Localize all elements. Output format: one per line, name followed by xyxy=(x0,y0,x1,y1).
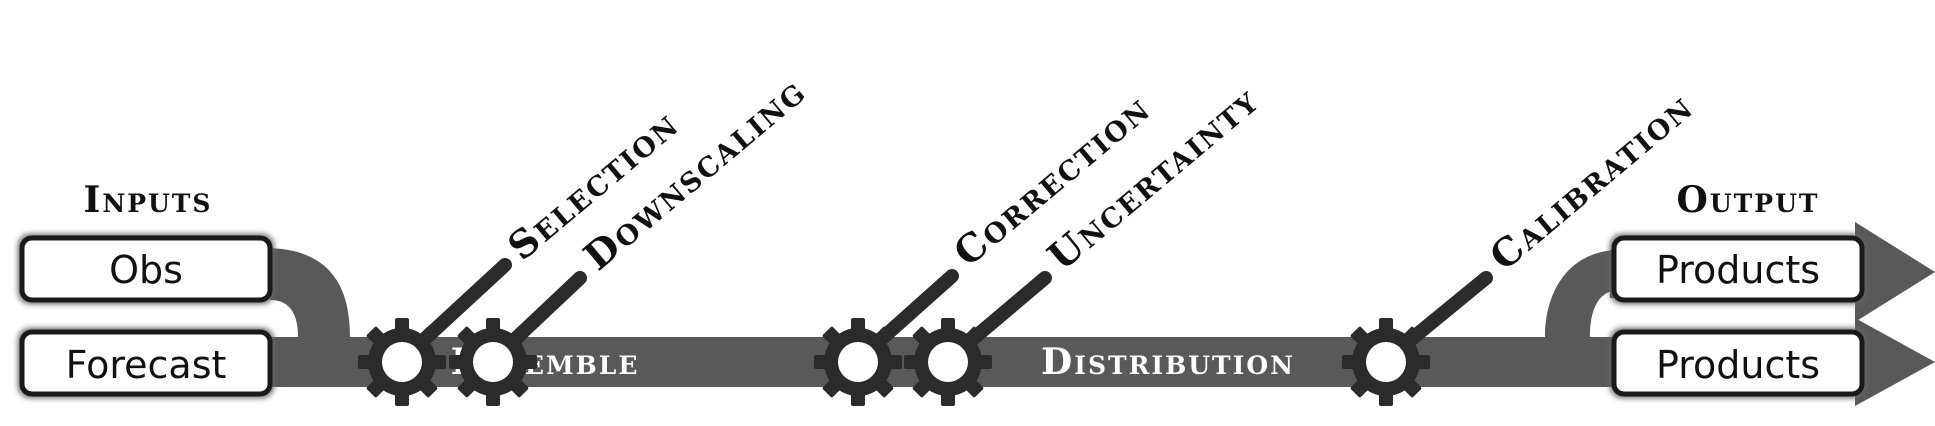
output-group: Output Products Products xyxy=(1610,179,1866,398)
gear-correction-icon xyxy=(814,318,902,406)
inputs-group: Inputs Obs Forecast xyxy=(18,179,274,398)
distribution-label: Distribution xyxy=(1041,341,1295,383)
products-label-top: Products xyxy=(1656,248,1820,292)
output-header: Output xyxy=(1677,179,1820,221)
gear-selection-icon xyxy=(358,318,446,406)
forecast-box: Forecast xyxy=(18,328,274,398)
gear-downscaling-icon xyxy=(449,318,537,406)
products-box-bottom: Products xyxy=(1610,328,1866,398)
products-label-bottom: Products xyxy=(1656,343,1820,387)
obs-label: Obs xyxy=(109,248,183,292)
inputs-header: Inputs xyxy=(84,179,213,221)
gear-uncertainty-icon xyxy=(904,318,992,406)
products-box-top: Products xyxy=(1610,234,1866,304)
obs-box: Obs xyxy=(18,234,274,304)
forecast-label: Forecast xyxy=(66,343,227,387)
gear-calibration-icon xyxy=(1342,318,1430,406)
